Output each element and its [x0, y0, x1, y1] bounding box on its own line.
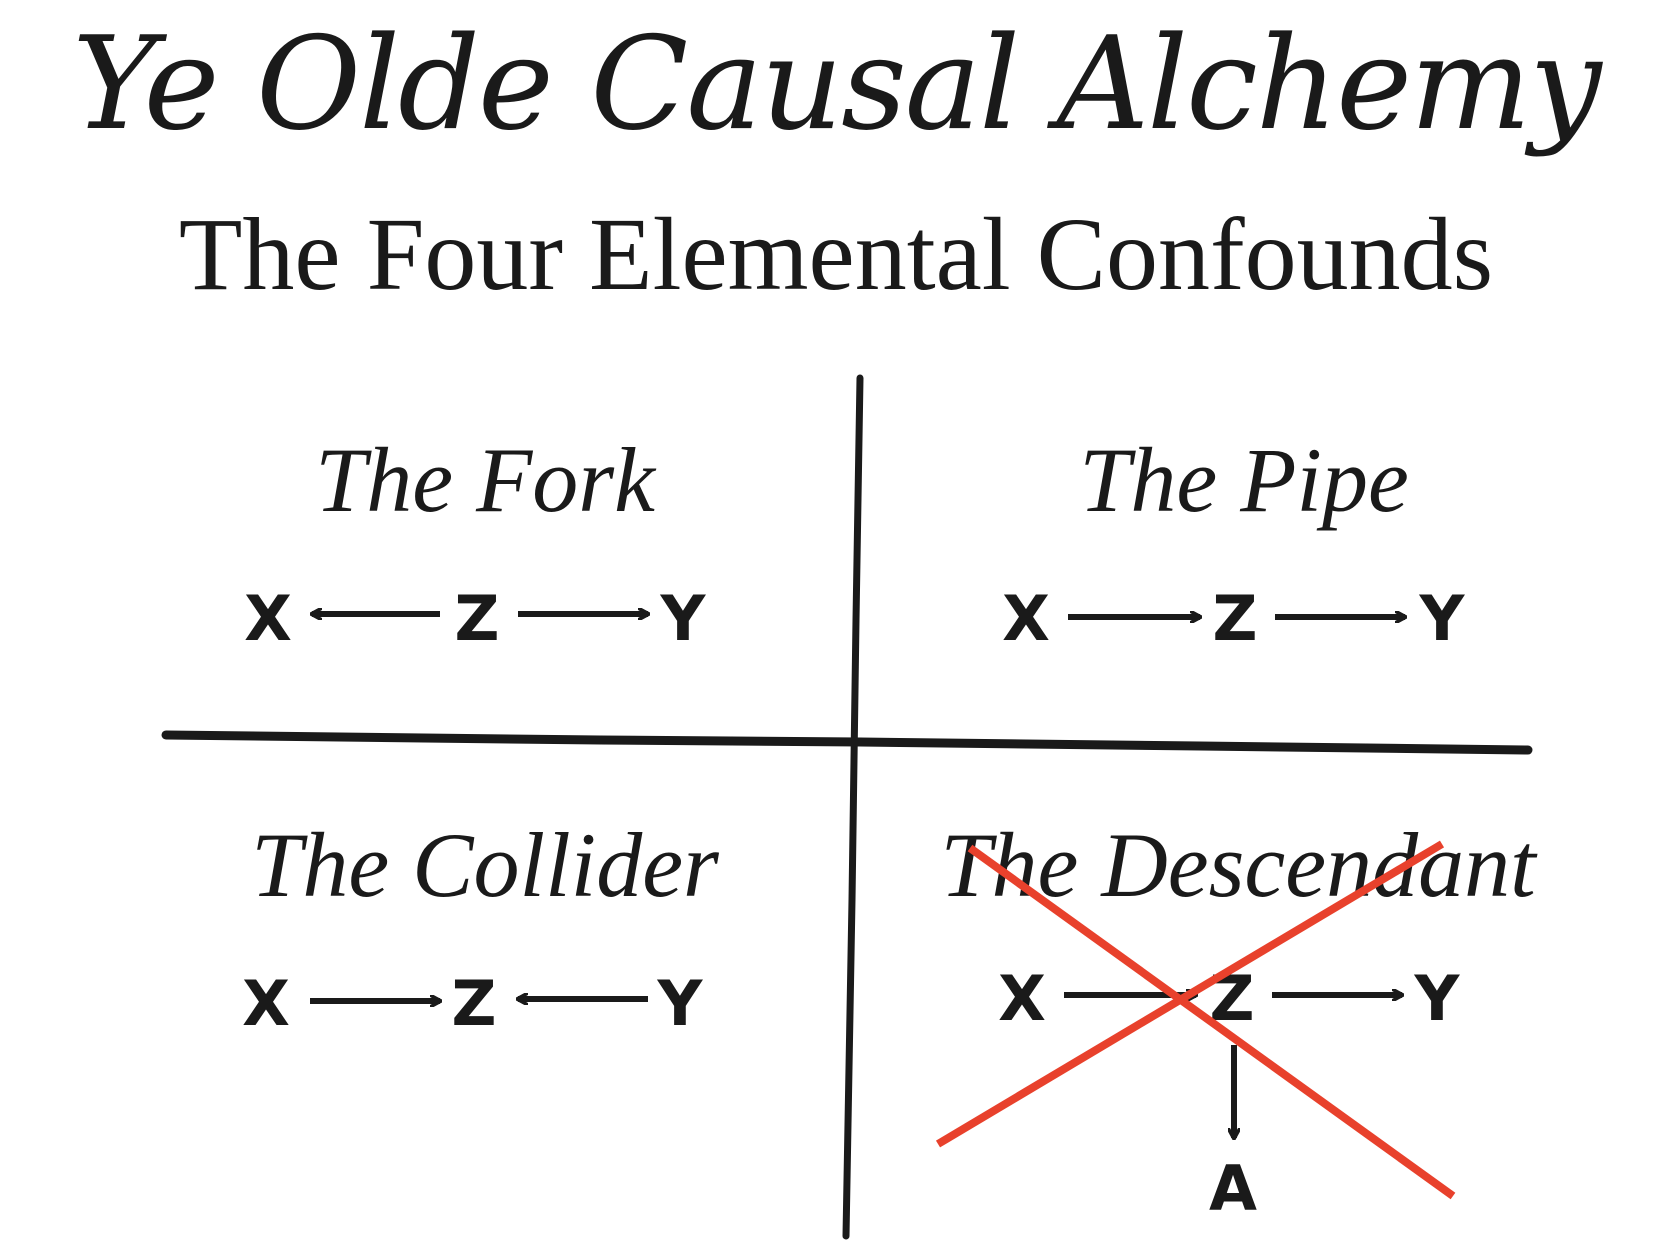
node-x: X — [998, 962, 1046, 1035]
node-z: Z — [1213, 582, 1258, 655]
node-z: Z — [452, 967, 497, 1040]
fork-diagram: X Z Y — [244, 582, 706, 655]
red-cross-out-mark — [935, 840, 1456, 1200]
node-x: X — [1002, 582, 1050, 655]
node-z: Z — [455, 582, 500, 655]
pipe-title: The Pipe — [1079, 429, 1409, 531]
collider-title: The Collider — [251, 814, 719, 916]
node-y: Y — [660, 582, 707, 655]
collider-diagram: X Z Y — [242, 967, 703, 1040]
page-title: Ye Olde Causal Alchemy — [72, 10, 1601, 159]
fork-title: The Fork — [315, 429, 655, 531]
node-a: A — [1209, 1152, 1257, 1225]
pipe-diagram: X Z Y — [1002, 582, 1465, 655]
node-y: Y — [1419, 582, 1466, 655]
horizontal-divider — [161, 730, 1533, 755]
node-x: X — [244, 582, 292, 655]
node-x: X — [242, 967, 290, 1040]
node-y: Y — [657, 967, 704, 1040]
node-y: Y — [1414, 962, 1461, 1035]
descendant-diagram: X Z Y A — [935, 840, 1461, 1225]
page-subtitle: The Four Elemental Confounds — [178, 197, 1494, 312]
vertical-divider — [842, 374, 864, 1240]
